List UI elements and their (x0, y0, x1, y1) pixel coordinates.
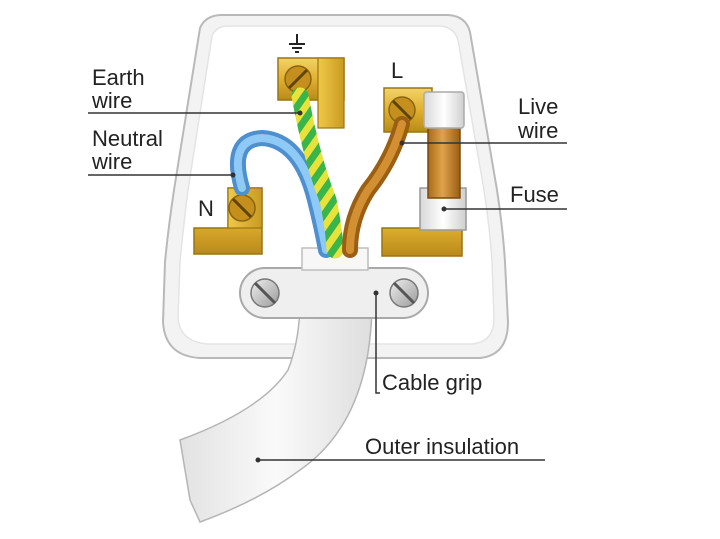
label-fuse: Fuse (510, 182, 559, 207)
terminal-label-neutral: N (198, 196, 214, 221)
label-cable-grip: Cable grip (382, 370, 482, 395)
label-live-wire-2: wire (517, 118, 558, 143)
grip-screw-left (250, 278, 280, 308)
label-live-wire-1: Live (518, 94, 558, 119)
earth-ground-icon (289, 34, 305, 53)
terminal-label-live: L (391, 58, 403, 83)
leader-cable-grip (375, 293, 380, 394)
leader-dots (230, 110, 447, 463)
label-outer-insulation: Outer insulation (365, 434, 519, 459)
label-earth-wire-1: Earth (92, 65, 145, 90)
cable (179, 299, 373, 523)
cable-grip (239, 267, 429, 319)
neutral-wire (230, 129, 334, 258)
label-neutral-wire-2: wire (91, 149, 132, 174)
live-wire (342, 116, 410, 258)
grip-screw-right (389, 278, 419, 308)
label-earth-wire-2: wire (91, 88, 132, 113)
fuse (423, 91, 465, 199)
earth-terminal (277, 57, 345, 129)
earth-wire (291, 87, 344, 259)
leader-lines (88, 112, 567, 461)
label-neutral-wire-1: Neutral (92, 126, 163, 151)
